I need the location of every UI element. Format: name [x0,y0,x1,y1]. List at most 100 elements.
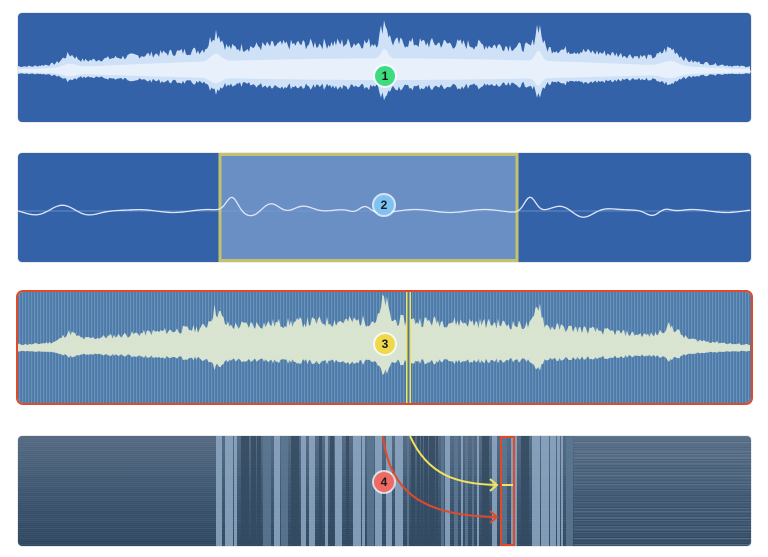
texture-line [18,532,751,533]
texture-line [18,464,751,465]
texture-line [18,466,751,467]
spectral-view-panel[interactable]: 4 [18,436,751,546]
texture-line [18,540,751,541]
red-arrow-head [489,510,499,524]
texture-line [18,462,751,463]
step-badge-4: 4 [374,472,394,492]
texture-line [18,468,751,469]
texture-line [18,506,751,507]
spectral-band [574,532,751,534]
spectral-band [574,526,751,528]
spectral-column [234,436,237,546]
spectral-column [561,436,563,546]
spectral-column [309,436,315,546]
spectral-column [454,436,458,546]
spectral-column [532,436,540,546]
spectral-column [441,436,444,546]
texture-line [18,530,751,531]
texture-line [18,494,751,495]
spectral-column [335,436,342,546]
spectral-column [263,436,271,546]
spectral-band [574,529,751,531]
texture-line [18,500,751,501]
spectral-selection-marker[interactable] [500,436,515,546]
texture-line [18,520,751,521]
spectral-band [574,541,751,543]
texture-line [18,536,751,537]
texture-line [18,512,751,513]
spectral-band [574,484,751,486]
spectral-column [241,436,249,546]
spectral-column [557,436,560,546]
spectral-band [574,517,751,519]
texture-line [18,502,751,503]
spectral-band [574,490,751,492]
spectral-band [574,508,751,510]
spectral-band [574,496,751,498]
texture-line [18,508,751,509]
spectral-column [550,436,556,546]
spectral-band [574,481,751,483]
texture-line [18,522,751,523]
playhead-waveform-panel[interactable]: 3 [18,292,751,403]
spectral-column [257,436,261,546]
spectral-columns [216,436,751,546]
zoomed-waveform-panel[interactable]: 2 [18,153,751,262]
spectral-band [574,544,751,546]
spectral-column [445,436,450,546]
spectral-column [461,436,463,546]
spectral-column [375,436,382,546]
spectral-band [574,445,751,447]
spectral-column [521,436,529,546]
spectral-column [482,436,489,546]
yellow-arrow [409,436,497,486]
spectral-column [395,436,403,546]
texture-line [18,514,751,515]
spectral-band [574,466,751,468]
spectral-column [566,436,573,546]
spectral-column [465,436,468,546]
spectral-column [424,436,428,546]
selection-region[interactable] [218,153,519,262]
spectral-band [574,502,751,504]
step-badge-2: 2 [374,195,394,215]
spectral-column [362,436,365,546]
spectral-band [574,463,751,465]
spectral-band [574,538,751,540]
texture-line [18,438,751,439]
spectral-column [301,436,306,546]
step-badge-1: 1 [375,66,395,86]
spectral-band [574,472,751,474]
texture-line [18,454,751,455]
texture-line [18,452,751,453]
texture-line [18,458,751,459]
texture-line [18,526,751,527]
spectral-column [251,436,256,546]
spectral-band [574,454,751,456]
spectral-band [574,451,751,453]
spectral-column [411,436,415,546]
step-badge-3: 3 [375,334,395,354]
waveform-overview-panel[interactable]: 1 [18,13,751,122]
yellow-arrow-head [489,478,499,492]
texture-line [18,524,751,525]
spectral-column [429,436,435,546]
spectral-band [574,523,751,525]
texture-line [18,542,751,543]
spectral-column [281,436,288,546]
spectral-band [574,436,751,438]
texture-line [18,492,751,493]
spectral-column [436,436,438,546]
spectral-column [472,436,474,546]
spectral-column [325,436,328,546]
texture-line [18,544,751,545]
spectral-column [319,436,322,546]
spectral-column [541,436,549,546]
spectral-band [574,487,751,489]
spectral-band [574,520,751,522]
red-arrow [382,436,497,518]
spectral-column [501,436,507,546]
texture-line [18,496,751,497]
spectral-band [574,457,751,459]
playhead-center-line [407,292,410,403]
